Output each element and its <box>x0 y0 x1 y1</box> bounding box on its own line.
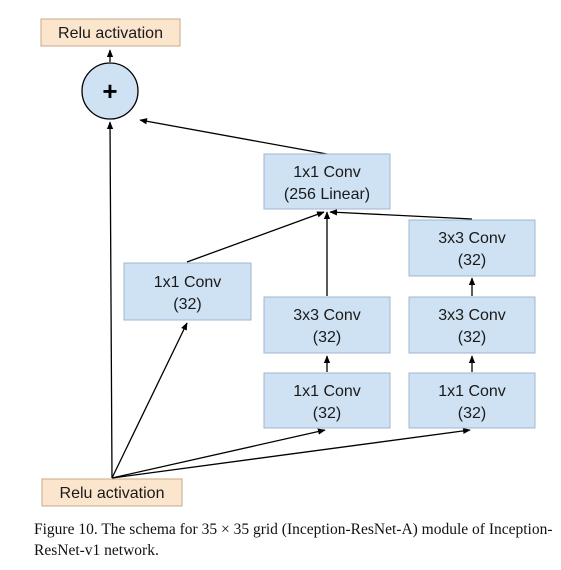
bottom-relu-label: Relu activation <box>60 485 165 502</box>
top-relu-node: Relu activation <box>40 18 181 47</box>
branch3-conv3x3-top-node: 3x3 Conv (32) <box>408 219 536 277</box>
edge-branch1-to-linear <box>186 211 325 263</box>
add-node: + <box>81 62 139 120</box>
branch3-conv1x1-line2: (32) <box>458 405 486 422</box>
edge-relu-to-branch2 <box>111 428 326 479</box>
branch3-conv3x3-top-line2: (32) <box>458 252 486 269</box>
branch3-conv3x3-mid-line2: (32) <box>458 329 486 346</box>
branch1-conv-line1: 1x1 Conv <box>154 274 222 291</box>
linear-conv-line1: 1x1 Conv <box>293 164 361 181</box>
branch3-conv1x1-line1: 1x1 Conv <box>438 383 506 400</box>
linear-conv-line2: (256 Linear) <box>284 186 370 203</box>
branch3-conv3x3-top-line1: 3x3 Conv <box>438 230 506 247</box>
branch2-conv1x1-node: 1x1 Conv (32) <box>263 372 391 429</box>
edge-shortcut <box>106 121 114 479</box>
branch2-conv3x3-node: 3x3 Conv (32) <box>263 296 391 354</box>
branch2-conv3x3-line1: 3x3 Conv <box>293 307 361 324</box>
edge-relu-to-branch1 <box>111 322 188 479</box>
bottom-relu-node: Relu activation <box>41 478 183 507</box>
branch3-conv3x3-mid-line1: 3x3 Conv <box>438 307 506 324</box>
edge-relu-to-branch3 <box>111 427 471 479</box>
edges <box>106 49 476 479</box>
branch3-conv3x3-mid-node: 3x3 Conv (32) <box>408 296 536 354</box>
branch1-conv-line2: (32) <box>173 296 201 313</box>
linear-conv-node: 1x1 Conv (256 Linear) <box>263 153 391 210</box>
branch3-conv1x1-node: 1x1 Conv (32) <box>408 372 536 429</box>
branch2-conv1x1-line1: 1x1 Conv <box>293 383 361 400</box>
edge-branch3-to-linear <box>329 209 473 220</box>
branch2-conv1x1-line2: (32) <box>313 405 341 422</box>
figure-caption: Figure 10. The schema for 35 × 35 grid (… <box>34 521 553 559</box>
branch1-conv-node: 1x1 Conv (32) <box>123 262 252 321</box>
add-symbol: + <box>102 76 117 106</box>
top-relu-label: Relu activation <box>58 25 163 42</box>
edge-linear-to-add <box>139 118 328 155</box>
branch2-conv3x3-line2: (32) <box>313 329 341 346</box>
